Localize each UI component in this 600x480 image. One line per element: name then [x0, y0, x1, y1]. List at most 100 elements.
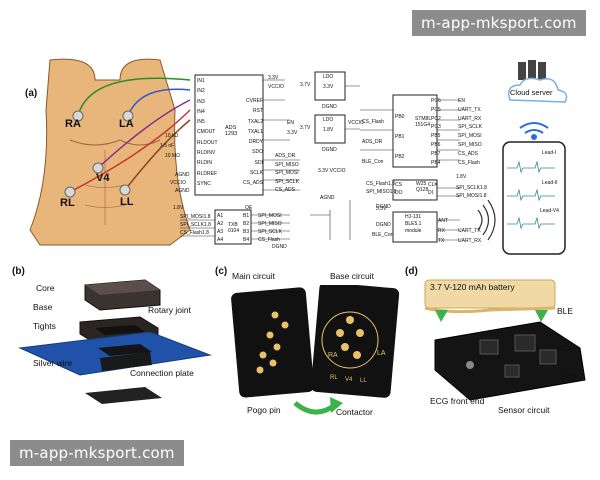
d-label-flash: Flash	[556, 371, 577, 381]
stm8-right-nets: EN UART_TX UART_RX SPI_SCLK SPI_MOSI SPI…	[458, 97, 482, 167]
ble-net-con: BLE_Con	[372, 232, 394, 238]
ads-net-labels: ADS_DR SPI_MISO SPI_MOSI SPI_SCLK CS_ADS	[275, 152, 315, 195]
ads-misc: 3.3V	[268, 75, 279, 81]
ads-pin: IN1	[197, 78, 205, 84]
panel-c-diagram	[231, 285, 400, 415]
d-label-ecg-front-end: ECG front end	[430, 396, 485, 406]
ads-pin: IN3	[197, 98, 205, 105]
cloud-server-icon	[508, 60, 568, 103]
ldo-bottom-name: LDO	[323, 117, 334, 123]
ldo-bottom-in: 3.7V	[300, 125, 311, 131]
ads-pin: IN4	[197, 108, 205, 115]
stm8-net: ADS_DR	[362, 139, 383, 145]
flash-nets-left: CS_Flash1.8 SPI_MISO1.8	[366, 180, 397, 196]
base-circuit-board	[310, 285, 400, 398]
electrode-la	[122, 110, 134, 122]
ldo-agnd: AGND	[320, 195, 335, 201]
stm8-net: UART_RX	[458, 115, 482, 122]
txb-oe: OE	[245, 205, 253, 211]
b-label-core: Core	[36, 283, 55, 293]
main-circuit-board	[231, 287, 314, 398]
electrode-label-ra: RA	[65, 118, 81, 130]
ads-pin: CS_ADS	[242, 180, 263, 187]
pcb-board	[434, 321, 586, 401]
ads-net: CS_ADS	[275, 187, 296, 193]
d-label-battery: 3.7 V-120 mAh battery	[430, 282, 515, 292]
d-label-mcu: MCU	[556, 343, 576, 353]
ble-net: UART_RX	[458, 238, 482, 244]
stm8-pin: PB4	[431, 159, 441, 166]
ads-pin: RST	[253, 108, 263, 115]
ble-pins: ANT RX TX	[438, 216, 448, 246]
cloud-server-label: Cloud server	[510, 88, 553, 97]
ble-v: 3.3V	[376, 206, 387, 212]
ads-misc-en: EN	[287, 120, 294, 126]
b-label-connection-plate: Connection plate	[130, 368, 194, 378]
stm8-pin: PB5	[431, 133, 441, 140]
txb-right-nets: SPI_MOSI SPI_MISO SPI_SCLK CS_Flash	[258, 212, 282, 244]
stm8-net: SPI_MOSI	[458, 133, 482, 140]
txb-net: SPI_MISO	[258, 221, 282, 227]
watermark-top: m-app-mksport.com	[412, 10, 586, 36]
electrode-rl	[64, 186, 76, 198]
electrode-ra	[72, 110, 84, 122]
ads-pin: TXAL1	[247, 128, 263, 135]
panel-label-b: (b)	[12, 266, 25, 277]
c-label-contactor: Contactor	[336, 407, 373, 417]
panel-a-diagram	[29, 58, 568, 255]
ldo-bottom	[314, 114, 346, 144]
txb-pin: A2	[217, 221, 224, 227]
ads-pin: SDI	[254, 159, 263, 166]
flash-right-pins: CLK DI	[428, 181, 438, 197]
flash-v: 1.8V	[456, 174, 467, 180]
ble-gnd: DGND	[376, 222, 391, 228]
panel-b-diagram	[18, 279, 212, 404]
c-label-pogo-pin: Pogo pin	[247, 405, 281, 415]
flash-left-pins: CS DO	[395, 181, 403, 197]
flash-net: SPI_SCLK1.8	[456, 185, 487, 191]
flash-nets-right: SPI_SCLK1.8 SPI_MOSI1.8	[456, 184, 487, 200]
ads-misc-agnd: AGND	[175, 172, 190, 178]
stm8-net: SPI_SCLK	[458, 124, 482, 131]
electrode-label-rl: RL	[60, 197, 75, 209]
txb-pin: B2	[243, 221, 250, 227]
stm8-net: CS_Flash	[458, 159, 480, 166]
flash-net: SPI_MISO1.8	[366, 189, 397, 195]
c-board-ra: RA	[328, 352, 338, 359]
electrode-ll	[119, 184, 131, 196]
ads-misc-10m: 10 MΩ	[165, 153, 180, 159]
b-label-silver-wire: Silver wire	[33, 358, 73, 368]
stm8-pin: PB6	[431, 141, 441, 148]
ads-misc-vccio: VCCIO	[170, 180, 186, 186]
phone	[502, 141, 566, 255]
panel-d-diagram	[424, 279, 586, 401]
stm8-net: CS_Flash	[362, 119, 384, 125]
txb-net: SPI_MOSI	[258, 213, 282, 219]
flash-pin: DI	[428, 190, 433, 196]
ldo-top-in: 3.7V	[300, 82, 311, 88]
watermark-bottom: m-app-mksport.com	[10, 440, 184, 466]
ble-chip	[392, 211, 438, 243]
ads-pin: RLDIN	[197, 160, 213, 167]
txb-net: SPI_SCLK1.8	[180, 222, 211, 228]
ble-antenna-icon	[477, 199, 496, 241]
ldo-bottom-gnd: DGND	[322, 147, 337, 153]
flash-pin: DO	[395, 190, 403, 196]
flash-net: SPI_MOSI1.8	[456, 193, 487, 199]
txb-gnd: DGND	[272, 244, 287, 250]
ldo-bottom-out: 1.8V	[323, 127, 334, 133]
flash-pin: CS	[395, 182, 402, 188]
electrode-label-la: LA	[119, 118, 134, 130]
txb-net: SPI_MOSI1.8	[180, 214, 211, 220]
txb-pin: A3	[217, 229, 224, 235]
d-label-sensor-circuit: Sensor circuit	[498, 405, 550, 415]
panel-label-a: (a)	[25, 88, 38, 99]
stm8-pin: PC2	[431, 115, 441, 122]
txb-right-pins: B1 B2 B3 B4	[243, 212, 249, 244]
ads-pin: RLDINV	[197, 150, 216, 157]
phone-lead-3: Lead-V4	[540, 208, 559, 214]
txb-left-nets: SPI_MOSI1.8 SPI_SCLK1.8 CS_Flash1.8	[180, 213, 211, 237]
ads-pin: SCLK	[249, 170, 263, 177]
ble-nets: UART_TX UART_RX	[458, 226, 481, 246]
ads-pin: CVREF	[246, 98, 263, 104]
